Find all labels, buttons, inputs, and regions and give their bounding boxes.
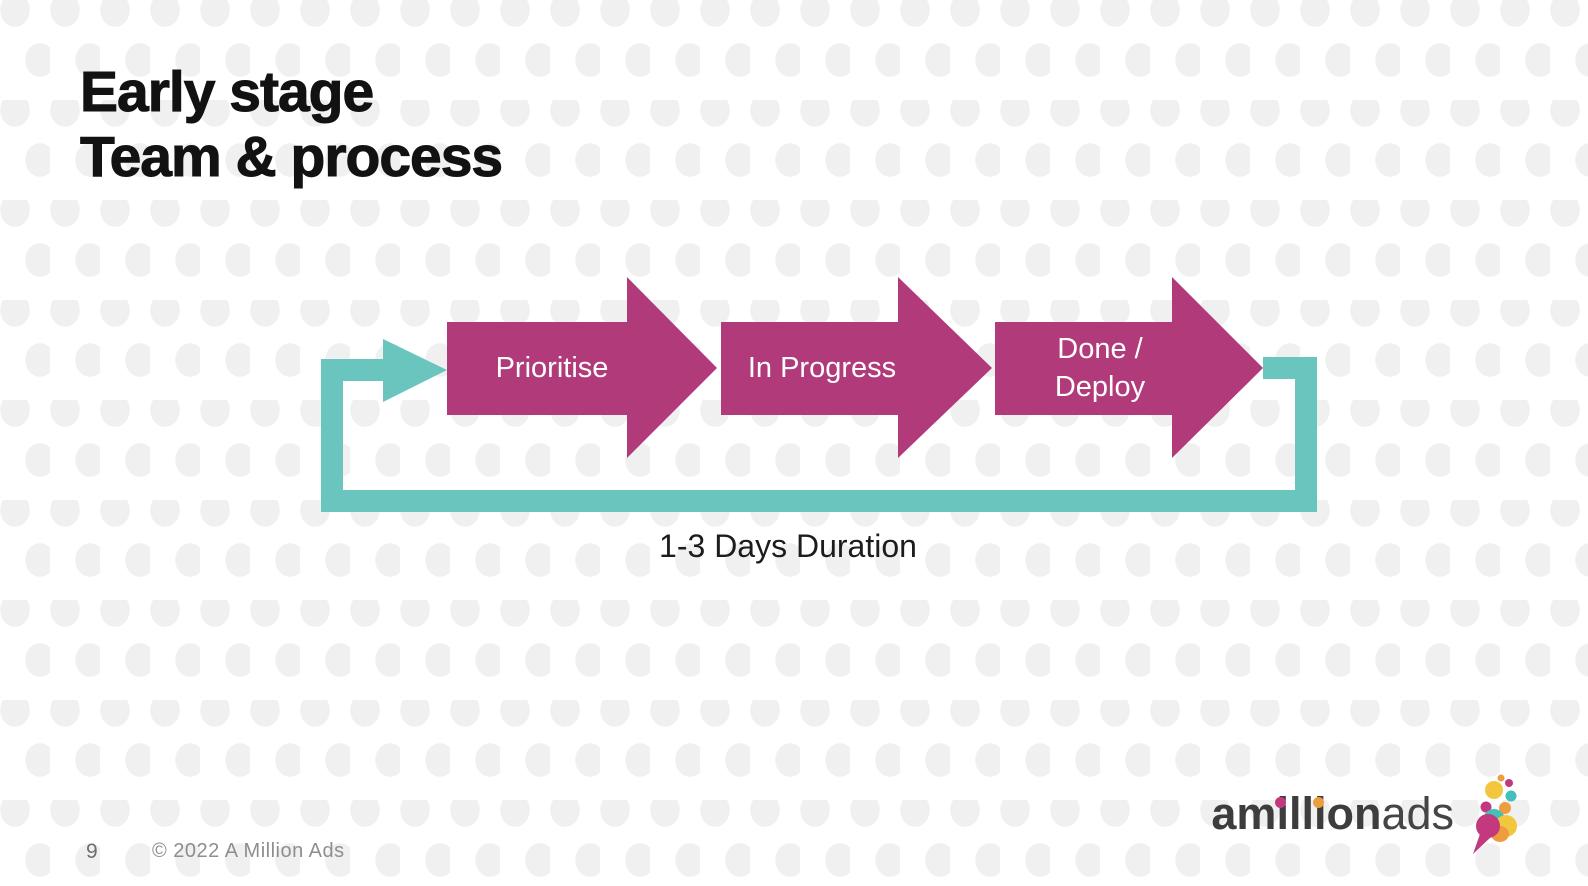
step-arrow-prioritise [447,277,717,458]
logo-icon [1473,774,1517,854]
step-label-in-progress: In Progress [748,352,896,384]
logo-text: amillionads [1211,791,1454,844]
loop-back-arrow [321,339,1317,512]
logo-i-dot-orange-icon [1313,797,1325,808]
copyright-text: © 2022 A Million Ads [152,840,345,862]
slide-title-line-2: Team & process [79,125,503,190]
slide-title-line-1: Early stage [79,60,374,125]
duration-label: 1-3 Days Duration [659,528,917,564]
logo-i-dot-pink-icon [1275,797,1287,808]
slide-title: Early stage Team & process [79,60,503,190]
step-arrow-done-deploy [995,277,1263,458]
step-label-done-deploy-line-2: Deploy [1055,371,1146,403]
logo-text-light: ads [1381,788,1454,839]
step-label-prioritise: Prioritise [496,352,609,384]
step-arrow-in-progress [721,277,992,458]
page-number: 9 [86,840,98,863]
company-logo: amillionads [1211,762,1524,854]
step-label-done-deploy-line-1: Done / [1057,333,1143,365]
logo-text-bold: amillion [1211,788,1382,839]
